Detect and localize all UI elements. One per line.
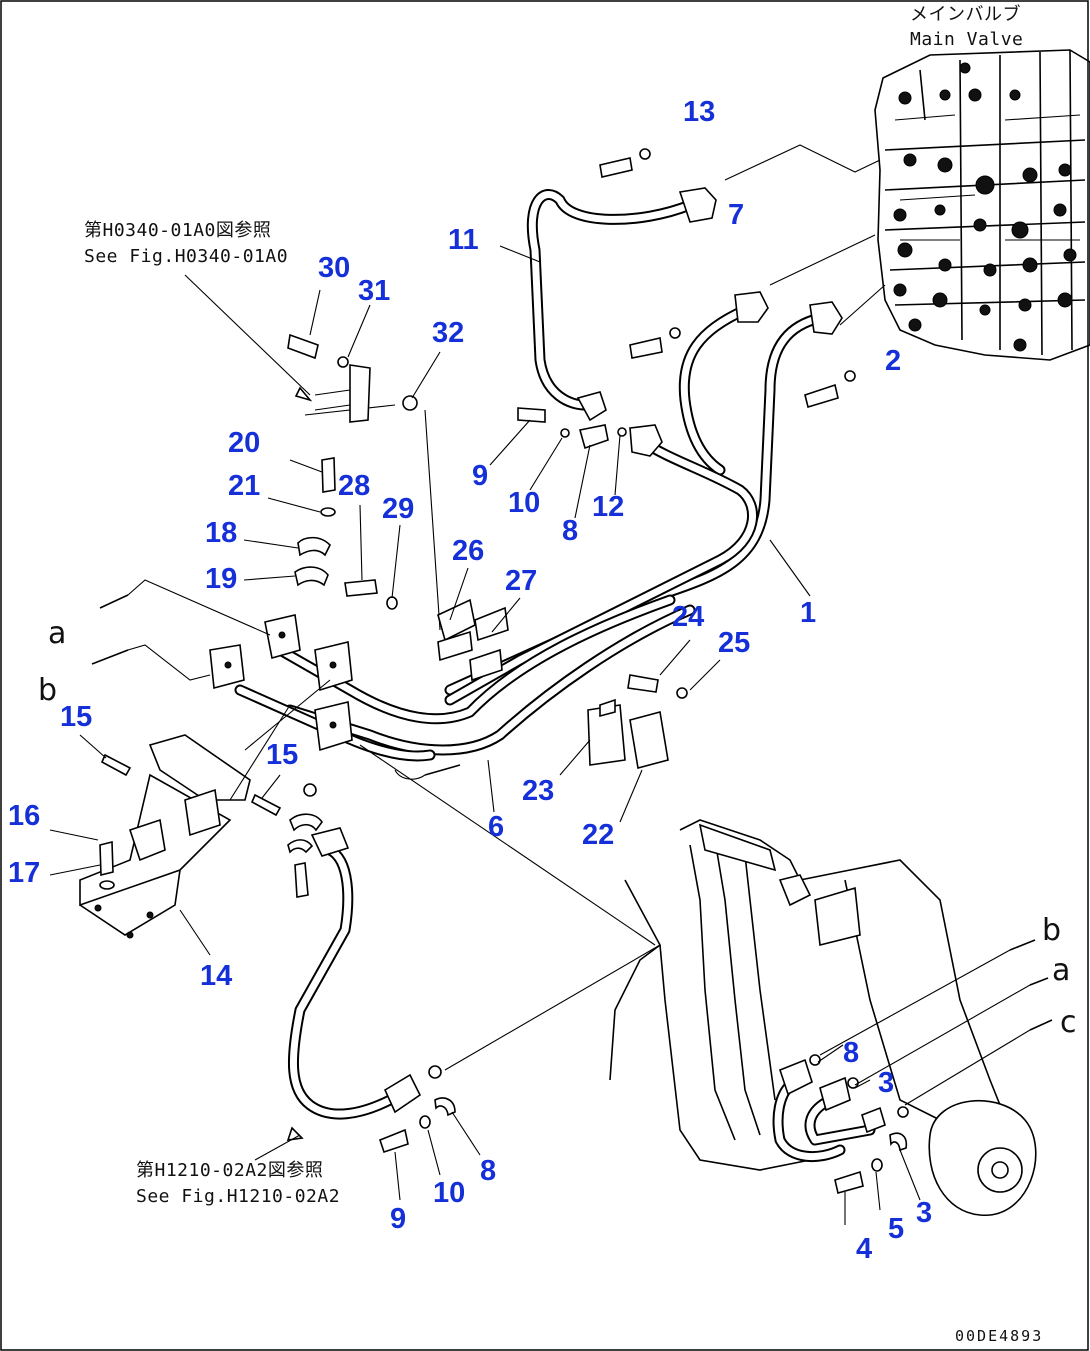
letter-right-b: b bbox=[1042, 913, 1061, 948]
callout-2: 2 bbox=[885, 345, 901, 377]
callout-21: 21 bbox=[228, 470, 260, 502]
callout-4: 4 bbox=[856, 1233, 872, 1265]
callout-15-right: 15 bbox=[266, 739, 298, 771]
callout-9-lower: 9 bbox=[390, 1203, 406, 1235]
callout-11: 11 bbox=[448, 224, 479, 256]
callout-10-upper: 10 bbox=[508, 487, 540, 519]
callout-31: 31 bbox=[358, 275, 390, 307]
ref-lower-jp: 第H1210-02A2図参照 bbox=[136, 1160, 323, 1181]
upper-hoses bbox=[234, 187, 843, 762]
callout-29: 29 bbox=[382, 493, 414, 525]
ref-upper-en: See Fig.H0340-01A0 bbox=[84, 246, 288, 267]
bracket bbox=[79, 679, 331, 956]
callout-13: 13 bbox=[683, 96, 715, 128]
small-parts bbox=[287, 148, 856, 769]
letter-left-a: a bbox=[48, 616, 66, 651]
callout-5: 5 bbox=[888, 1213, 904, 1245]
callout-28: 28 bbox=[338, 470, 370, 502]
callout-16: 16 bbox=[8, 800, 40, 832]
boom-assembly bbox=[609, 819, 1037, 1216]
callout-3-lower: 3 bbox=[916, 1197, 932, 1229]
callout-8-upper: 8 bbox=[562, 515, 578, 547]
callout-8-right: 8 bbox=[843, 1037, 859, 1069]
callout-25: 25 bbox=[718, 627, 750, 659]
letter-right-a: a bbox=[1052, 953, 1070, 988]
callout-30: 30 bbox=[318, 252, 350, 284]
ref-upper-jp: 第H0340-01A0図参照 bbox=[84, 220, 271, 241]
callout-20: 20 bbox=[228, 427, 260, 459]
callout-27: 27 bbox=[505, 565, 537, 597]
callout-3-upper: 3 bbox=[878, 1067, 894, 1099]
title-en: Main Valve bbox=[910, 29, 1023, 50]
letter-left-b: b bbox=[38, 673, 57, 708]
callout-10-lower: 10 bbox=[433, 1177, 465, 1209]
callout-17: 17 bbox=[8, 857, 40, 889]
callout-12: 12 bbox=[592, 491, 624, 523]
callout-22: 22 bbox=[582, 819, 614, 851]
drawing-code: 00DE4893 bbox=[955, 1327, 1043, 1345]
ref-lower-en: See Fig.H1210-02A2 bbox=[136, 1186, 340, 1207]
callout-19: 19 bbox=[205, 563, 237, 595]
callout-9-upper: 9 bbox=[472, 460, 488, 492]
callout-24: 24 bbox=[672, 601, 704, 633]
callout-8-lower: 8 bbox=[480, 1155, 496, 1187]
title-jp: メインバルブ bbox=[910, 3, 1021, 25]
lower-hose bbox=[254, 827, 456, 1161]
callout-32: 32 bbox=[432, 317, 464, 349]
callout-6: 6 bbox=[488, 811, 504, 843]
callout-7: 7 bbox=[728, 199, 744, 231]
callout-group: 13 7 11 30 31 32 2 20 21 28 29 18 19 26 … bbox=[8, 96, 932, 1265]
callout-15-left: 15 bbox=[60, 701, 92, 733]
flanges bbox=[209, 614, 353, 752]
callout-18: 18 bbox=[205, 517, 237, 549]
callout-1: 1 bbox=[800, 597, 816, 629]
callout-23: 23 bbox=[522, 775, 554, 807]
callout-26: 26 bbox=[452, 535, 484, 567]
main-valve bbox=[874, 49, 1090, 361]
callout-14: 14 bbox=[200, 960, 232, 992]
letter-right-c: c bbox=[1060, 1005, 1077, 1040]
callout-leaders bbox=[49, 245, 921, 1225]
